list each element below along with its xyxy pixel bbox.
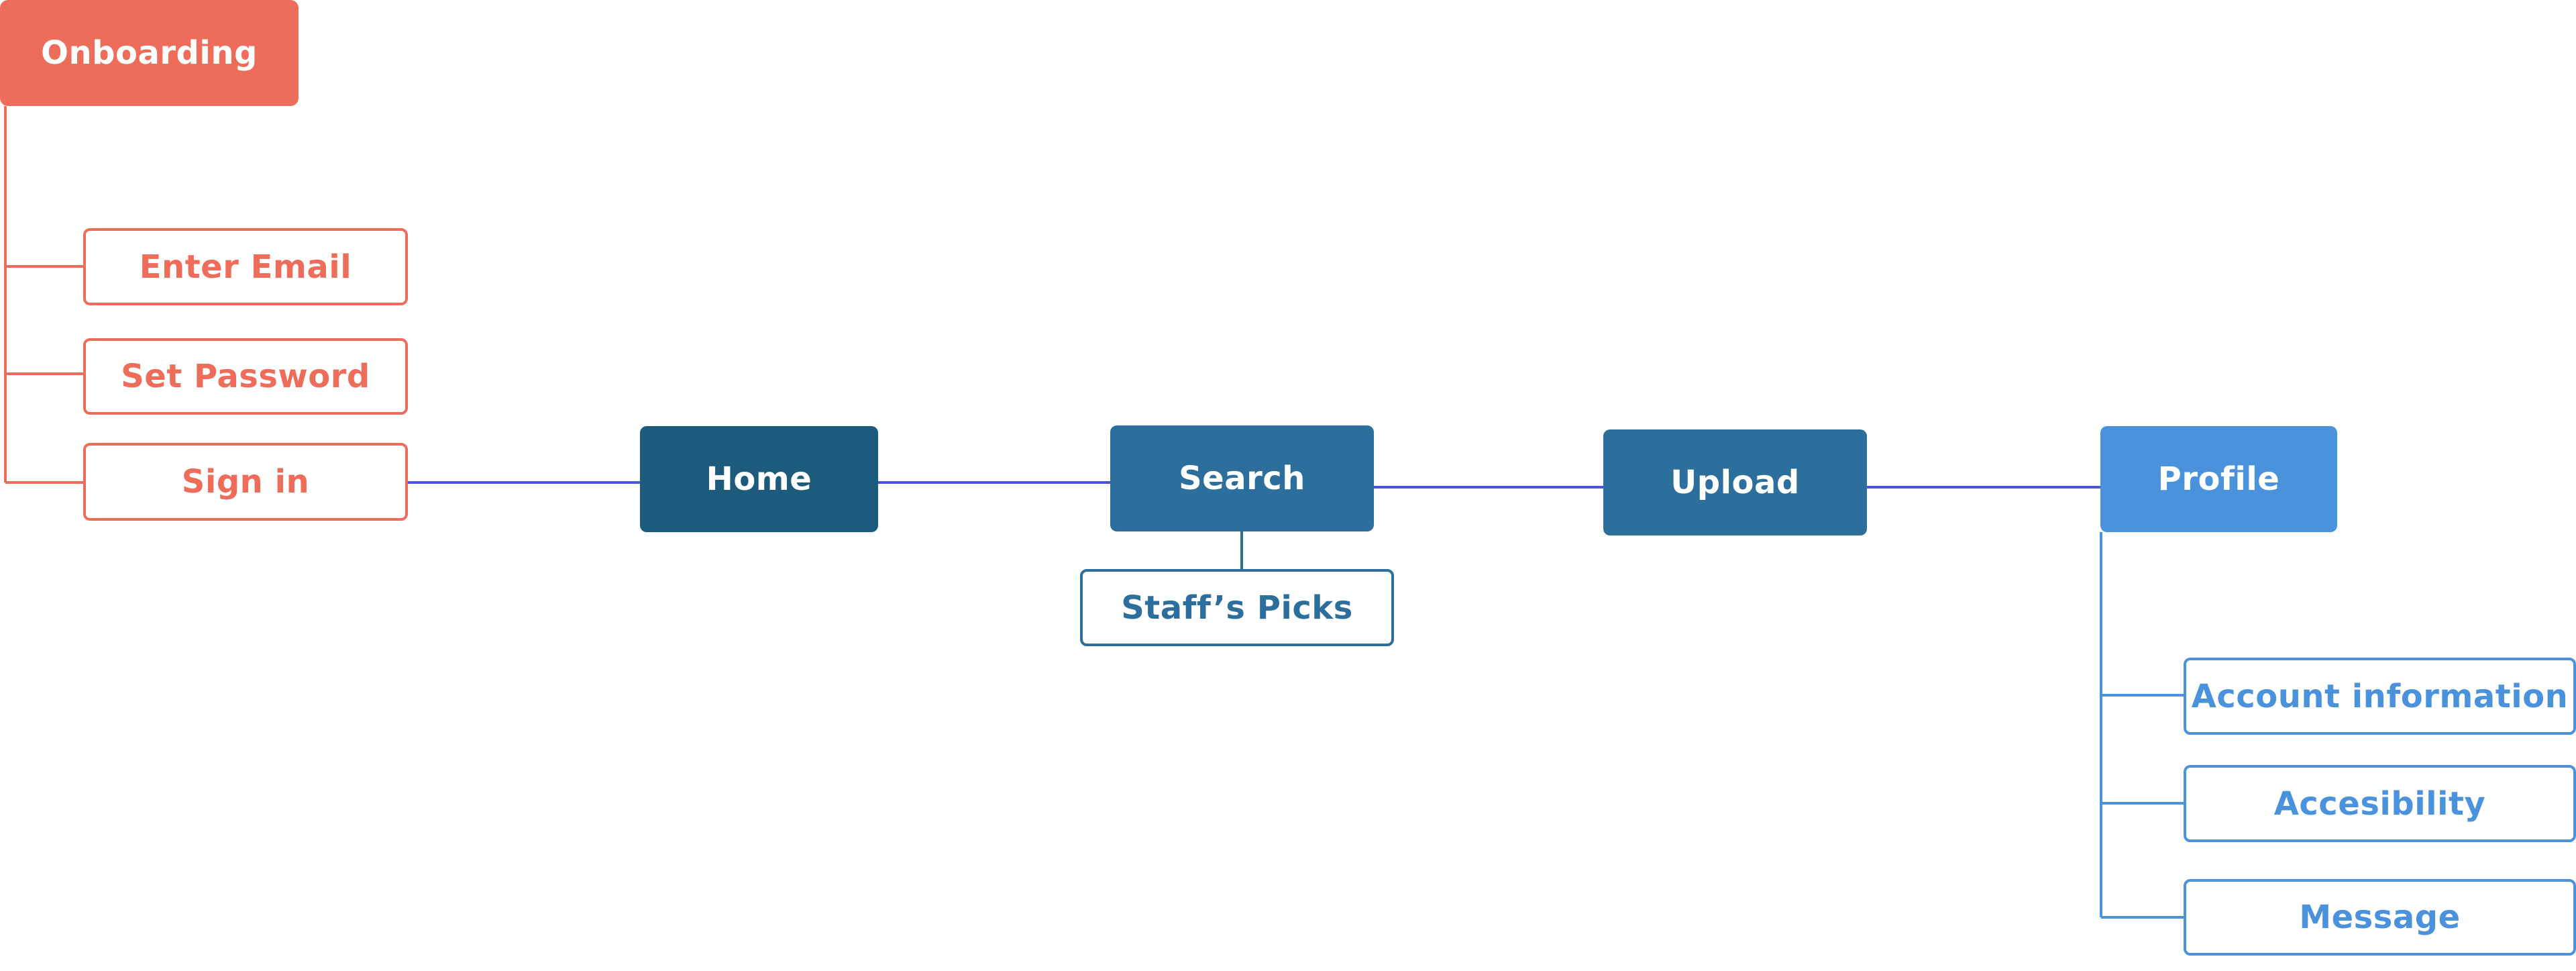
accesibility-node: Accesibility xyxy=(2184,765,2576,842)
profile-node: Profile xyxy=(2100,426,2337,532)
onboarding-node: Onboarding xyxy=(0,0,299,106)
account-information-node: Account information xyxy=(2184,658,2576,735)
enter-email-label: Enter Email xyxy=(139,248,352,286)
enter-email-node: Enter Email xyxy=(83,228,408,305)
home-label: Home xyxy=(706,460,812,498)
upload-node: Upload xyxy=(1603,429,1867,535)
message-node: Message xyxy=(2184,879,2576,956)
onboarding-label: Onboarding xyxy=(41,34,258,72)
sign-in-label: Sign in xyxy=(181,463,310,501)
message-label: Message xyxy=(2299,899,2461,936)
staffs-picks-label: Staff’s Picks xyxy=(1121,589,1353,627)
set-password-label: Set Password xyxy=(121,358,370,395)
upload-label: Upload xyxy=(1670,464,1800,501)
search-label: Search xyxy=(1179,460,1305,497)
accesibility-label: Accesibility xyxy=(2273,784,2486,823)
profile-label: Profile xyxy=(2157,460,2280,498)
staffs-picks-node: Staff’s Picks xyxy=(1080,569,1394,646)
sign-in-node: Sign in xyxy=(83,443,408,521)
account-information-label: Account information xyxy=(2191,677,2569,715)
home-node: Home xyxy=(640,426,878,532)
set-password-node: Set Password xyxy=(83,338,408,415)
search-node: Search xyxy=(1110,425,1374,531)
